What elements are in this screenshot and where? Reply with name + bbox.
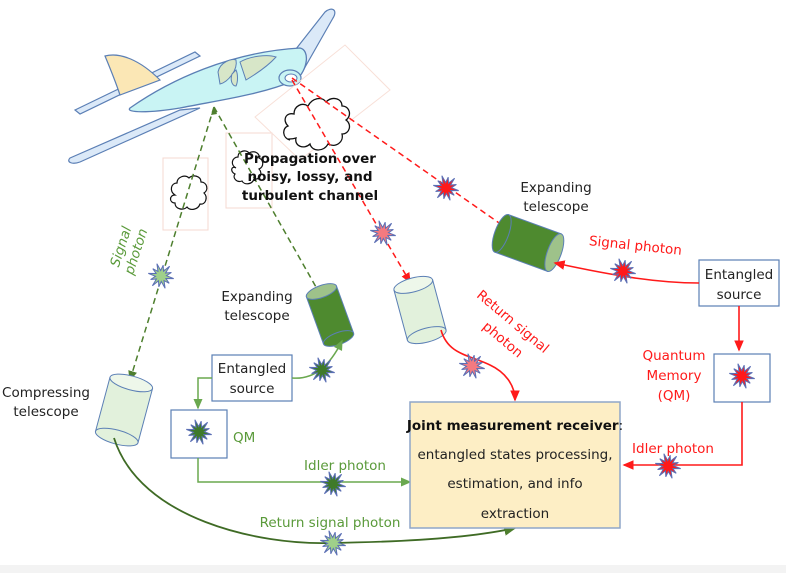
receiver-line-2: estimation, and info — [447, 476, 582, 492]
green-beam-return — [128, 106, 215, 382]
airplane — [68, 8, 336, 164]
right-return-signal-path — [440, 329, 520, 402]
svg-text:turbulent channel: turbulent channel — [242, 188, 378, 204]
svg-text:Expanding: Expanding — [221, 289, 292, 305]
left-entangled-source-label: Entangled — [218, 361, 286, 377]
compressing-telescope-label: Compressing telescope — [2, 385, 90, 420]
right-return-signal-photon-label: Return signal photon — [473, 287, 551, 361]
left-qm-label: QM — [233, 430, 255, 446]
red-photon-icon — [459, 353, 485, 379]
receiver-title: Joint measurement receiver: — [406, 418, 623, 434]
green-photon-icon — [320, 530, 346, 556]
left-return-signal-path — [113, 437, 517, 544]
left-expanding-telescope-label: Expanding telescope — [221, 289, 292, 324]
receiver-line-1: entangled states processing, — [417, 447, 612, 463]
green-beam-outgoing — [213, 106, 317, 288]
bottom-band — [0, 565, 786, 573]
channel-label: Propagation over noisy, lossy, and turbu… — [242, 151, 378, 204]
svg-text:telescope: telescope — [13, 404, 78, 420]
red-photon-icon — [610, 258, 636, 284]
red-photon-icon — [729, 363, 755, 389]
compressing-telescope — [94, 373, 154, 447]
joint-measurement-receiver — [409, 401, 621, 529]
right-compressing-telescope — [393, 275, 447, 345]
right-idler-photon-label: Idler photon — [632, 441, 714, 457]
svg-text:telescope: telescope — [523, 199, 588, 215]
left-entangled-source-box — [211, 354, 293, 402]
svg-text:Compressing: Compressing — [2, 385, 90, 401]
left-entangled-source-label-2: source — [230, 381, 275, 397]
right-entangled-source-label: Entangled — [705, 267, 773, 283]
red-photon-icon — [433, 175, 459, 201]
red-beam-outgoing — [291, 77, 513, 233]
svg-text:Expanding: Expanding — [520, 180, 591, 196]
right-signal-path — [553, 260, 700, 284]
left-expanding-telescope — [305, 283, 355, 347]
svg-text:Propagation over: Propagation over — [244, 151, 376, 167]
green-photon-icon — [320, 471, 346, 497]
cloud-frame-left — [162, 157, 209, 231]
cloud-frame-mid — [225, 132, 273, 209]
right-expanding-telescope — [491, 213, 565, 273]
svg-text:Quantum: Quantum — [642, 348, 705, 364]
quantum-memory-label: Quantum Memory (QM) — [642, 348, 705, 404]
svg-text:noisy, lossy, and: noisy, lossy, and — [247, 169, 372, 185]
cloud-icon — [283, 97, 351, 151]
cloud-icon — [169, 175, 208, 210]
left-return-signal-photon-label: Return signal photon — [260, 515, 401, 531]
red-photon-icon — [655, 453, 681, 479]
red-beam-return — [291, 79, 411, 284]
left-idler-photon-label: Idler photon — [304, 458, 386, 474]
svg-text:Memory: Memory — [647, 368, 702, 384]
left-source-to-qm-path — [193, 377, 212, 410]
receiver-line-3: extraction — [481, 506, 549, 522]
green-photon-icon — [148, 263, 174, 289]
right-entangled-source-label-2: source — [717, 287, 762, 303]
green-photon-icon — [186, 419, 212, 445]
green-photon-icon — [309, 357, 335, 383]
right-signal-photon-label: Signal photon — [588, 233, 682, 259]
red-photon-icon — [370, 220, 396, 246]
svg-text:(QM): (QM) — [658, 388, 691, 404]
left-signal-photon-label: Signal photon — [107, 224, 151, 277]
cloud-frame-right — [254, 44, 391, 161]
svg-text:telescope: telescope — [224, 308, 289, 324]
right-expanding-telescope-label: Expanding telescope — [520, 180, 591, 215]
